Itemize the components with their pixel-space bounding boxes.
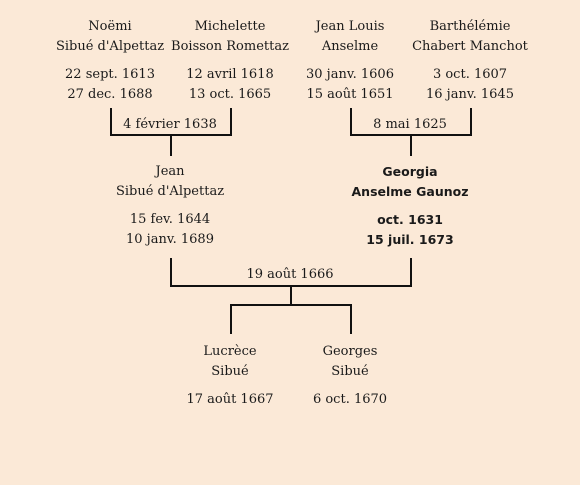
surname: Chabert Manchot — [412, 39, 528, 54]
connector-line — [290, 286, 292, 305]
death-date: 15 juil. 1673 — [366, 232, 454, 247]
connector-line — [410, 258, 412, 286]
surname: Sibué — [331, 364, 369, 379]
birth-date: 12 avril 1618 — [186, 67, 274, 82]
death-date: 13 oct. 1665 — [188, 87, 272, 102]
connector-line — [350, 108, 352, 135]
birth-date: 3 oct. 1607 — [432, 67, 508, 82]
connector-line — [230, 305, 232, 334]
birth-date: 30 janv. 1606 — [306, 67, 394, 82]
death-date: 27 dec. 1688 — [67, 87, 153, 102]
death-date: 15 août 1651 — [306, 87, 394, 102]
surname: Sibué — [211, 364, 249, 379]
marriage-date-left: 4 février 1638 — [123, 117, 217, 132]
first-name: Michelette — [194, 19, 266, 34]
person-georges: Georges Sibué 6 oct. 1670 — [275, 342, 425, 410]
connector-line — [230, 108, 232, 135]
birth-date: 17 août 1667 — [186, 392, 274, 407]
first-name: Georgia — [382, 164, 438, 179]
first-name: Barthélémie — [429, 19, 511, 34]
connector-line — [170, 258, 172, 286]
surname: Sibué d'Alpettaz — [55, 39, 165, 54]
death-date: 10 janv. 1689 — [126, 232, 214, 247]
birth-date: 15 fev. 1644 — [129, 212, 211, 227]
first-name: Jean — [155, 164, 185, 179]
person-barthelemie: Barthélémie Chabert Manchot 3 oct. 1607 … — [395, 17, 545, 105]
person-noemi: Noëmi Sibué d'Alpettaz 22 sept. 1613 27 … — [35, 17, 185, 105]
death-date: 16 janv. 1645 — [426, 87, 514, 102]
person-michelette: Michelette Boisson Romettaz 12 avril 161… — [155, 17, 305, 105]
first-name: Georges — [322, 344, 378, 359]
surname: Sibué d'Alpettaz — [115, 184, 225, 199]
person-georgia: Georgia Anselme Gaunoz oct. 1631 15 juil… — [335, 162, 485, 250]
surname: Anselme — [321, 39, 379, 54]
connector-line — [410, 135, 412, 156]
surname: Boisson Romettaz — [171, 39, 289, 54]
first-name: Lucrèce — [203, 344, 257, 359]
marriage-date-right: 8 mai 1625 — [373, 117, 447, 132]
surname: Anselme Gaunoz — [351, 184, 469, 199]
connector-line — [350, 305, 352, 334]
person-jean-louis: Jean Louis Anselme 30 janv. 1606 15 août… — [275, 17, 425, 105]
connector-line — [170, 135, 172, 156]
first-name: Jean Louis — [315, 19, 385, 34]
connector-line — [470, 108, 472, 135]
marriage-date-parents: 19 août 1666 — [246, 267, 334, 282]
connector-line — [110, 108, 112, 135]
person-jean: Jean Sibué d'Alpettaz 15 fev. 1644 10 ja… — [95, 162, 245, 250]
first-name: Noëmi — [88, 19, 132, 34]
connector-line — [230, 304, 352, 306]
birth-date: oct. 1631 — [377, 212, 443, 227]
birth-date: 22 sept. 1613 — [65, 67, 155, 82]
birth-date: 6 oct. 1670 — [312, 392, 388, 407]
person-lucrece: Lucrèce Sibué 17 août 1667 — [155, 342, 305, 410]
